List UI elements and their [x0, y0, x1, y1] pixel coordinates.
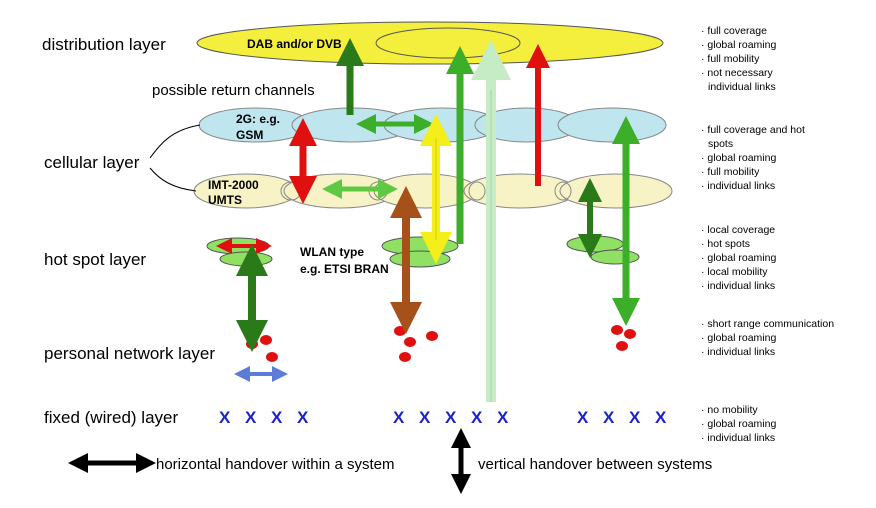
- fixed-mark: X: [393, 408, 405, 427]
- distribution-layer-label: distribution layer: [42, 35, 166, 54]
- fixed-mark: X: [471, 408, 483, 427]
- fixed-mark: X: [245, 408, 257, 427]
- personal-notes: · short range communication · global roa…: [701, 318, 834, 358]
- fixed-mark: X: [655, 408, 667, 427]
- fixed-mark: X: [497, 408, 509, 427]
- fixed-layer-label: fixed (wired) layer: [44, 408, 178, 427]
- fixed-mark: X: [603, 408, 615, 427]
- note-line: · local mobility: [701, 266, 768, 278]
- personal-devices: [246, 325, 636, 362]
- dab-dvb-label: DAB and/or DVB: [247, 37, 342, 51]
- legend-horizontal-text: horizontal handover within a system: [156, 456, 394, 473]
- distribution-notes: · full coverage · global roaming · full …: [701, 25, 776, 93]
- note-line: · individual links: [701, 346, 775, 358]
- note-line: · global roaming: [701, 152, 776, 164]
- fixed-mark: X: [297, 408, 309, 427]
- note-line: · individual links: [701, 280, 775, 292]
- note-line: · hot spots: [701, 238, 750, 250]
- hotspot-cells: [206, 235, 640, 268]
- cellular-layer-label: cellular layer: [44, 153, 140, 172]
- fixed-mark: X: [577, 408, 589, 427]
- umts-label-2: UMTS: [208, 193, 242, 207]
- legend-vertical-text: vertical handover between systems: [478, 456, 712, 473]
- note-line: · global roaming: [701, 418, 776, 430]
- note-line: · global roaming: [701, 252, 776, 264]
- note-line: · global roaming: [701, 332, 776, 344]
- fixed-mark: X: [629, 408, 641, 427]
- note-line: · no mobility: [701, 404, 758, 416]
- umts-label-1: IMT-2000: [208, 178, 259, 192]
- note-line: · short range communication: [701, 318, 834, 330]
- note-line: · global roaming: [701, 39, 776, 51]
- fixed-mark: X: [445, 408, 457, 427]
- note-line: · not necessary: [701, 67, 774, 79]
- fixed-mark: X: [419, 408, 431, 427]
- wlan-label-2: e.g. ETSI BRAN: [300, 262, 389, 276]
- cellular-brace: [149, 124, 201, 192]
- fixed-mark: X: [219, 408, 231, 427]
- gsm-label-1: 2G: e.g.: [236, 112, 280, 126]
- fixed-marks: X X X X X X X X X X X X X: [219, 408, 667, 427]
- note-line: spots: [708, 138, 733, 150]
- hotspot-notes: · local coverage · hot spots · global ro…: [701, 224, 776, 292]
- note-line: · local coverage: [701, 224, 775, 236]
- note-line: · individual links: [701, 432, 775, 444]
- note-line: · full coverage: [701, 25, 767, 37]
- note-line: · individual links: [701, 180, 775, 192]
- note-line: · full mobility: [701, 166, 760, 178]
- personal-layer-label: personal network layer: [44, 344, 215, 363]
- note-line: · full coverage and hot: [701, 124, 805, 136]
- note-line: individual links: [708, 81, 776, 93]
- hotspot-layer-label: hot spot layer: [44, 250, 146, 269]
- wlan-label-1: WLAN type: [300, 245, 364, 259]
- note-line: · full mobility: [701, 53, 760, 65]
- fixed-notes: · no mobility · global roaming · individ…: [701, 404, 776, 444]
- cellular-notes: · full coverage and hot spots · global r…: [701, 124, 805, 192]
- gsm-label-2: GSM: [236, 128, 263, 142]
- fixed-mark: X: [271, 408, 283, 427]
- return-channels-label: possible return channels: [152, 82, 315, 99]
